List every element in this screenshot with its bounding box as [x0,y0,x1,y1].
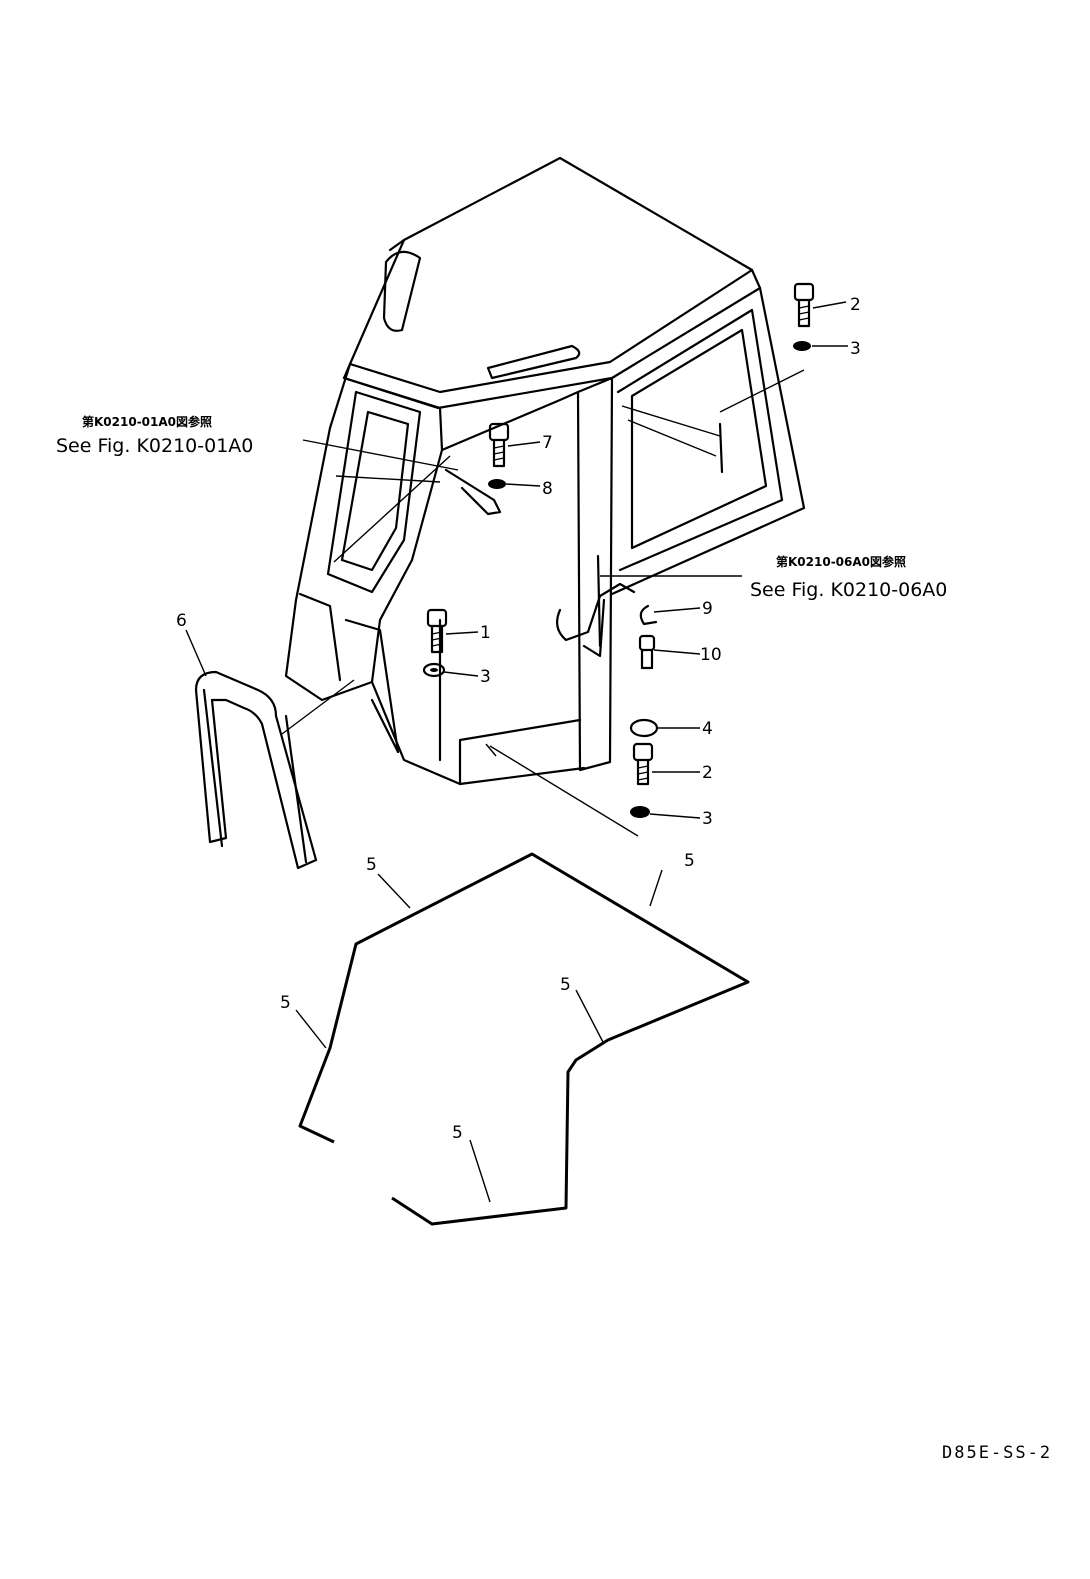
callout-3-bottom: 3 [702,809,713,829]
callout-7: 7 [542,433,553,453]
bolt-icon [488,422,541,468]
reference-note-en-upper-left[interactable]: See Fig. K0210-01A0 [56,435,253,457]
callout-6: 6 [176,611,187,631]
drawing-code: D85E-SS-2 [942,1443,1052,1463]
callout-5-e: 5 [452,1123,463,1143]
callout-4: 4 [702,719,713,739]
callout-10: 10 [700,645,722,665]
washer-icon [422,662,479,678]
reference-note-jp-right: 第K0210-06A0図参照 [776,554,906,569]
trim-channel-icon [185,629,318,870]
callout-1: 1 [480,623,491,643]
reference-note-en-right[interactable]: See Fig. K0210-06A0 [750,579,947,601]
callout-8: 8 [542,479,553,499]
bolt-icon [793,282,847,328]
callout-5-a: 5 [366,855,377,875]
weather-seal-illustration [295,852,750,1226]
washer-icon [630,806,701,819]
callout-3-mid: 3 [480,667,491,687]
washer-icon [793,341,848,351]
leader-lines [281,369,805,837]
cab-frame-illustration [284,156,806,786]
callout-5-b: 5 [684,851,695,871]
bolt-icon [426,608,479,654]
callout-2-top: 2 [850,295,861,315]
washer-icon [488,479,541,489]
callout-5-d: 5 [280,993,291,1013]
plug-icon [629,718,700,738]
callout-2-bottom: 2 [702,763,713,783]
plug-icon [638,604,701,670]
callout-3-top: 3 [850,339,861,359]
callout-5-c: 5 [560,975,571,995]
reference-note-jp-upper-left: 第K0210-01A0図参照 [82,414,212,429]
bolt-icon [632,742,700,786]
callout-9: 9 [702,599,713,619]
